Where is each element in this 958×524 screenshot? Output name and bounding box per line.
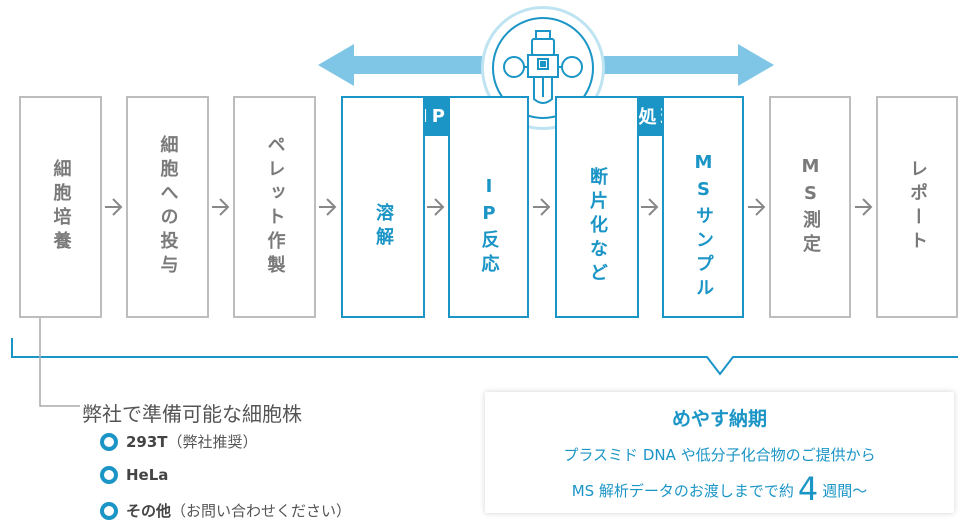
cell-name: 293T [126,432,168,451]
step-cell-culture: 細胞培養 [19,96,102,318]
arrow-right-icon [641,198,659,216]
step-ip-reaction: IP反応 [448,96,529,318]
step-label: ペレット作製 [264,135,286,279]
cell-name: その他 [126,502,172,520]
step-lysis: 溶解 [341,96,425,318]
arrow-right-icon [748,198,766,216]
cell-lines-title: 弊社で準備可能な細胞株 [82,402,302,426]
step-label: 溶解 [373,203,394,251]
step-label: 断片化など [587,167,608,287]
arrow-right-icon [533,198,551,216]
cut-off-heading [0,0,60,10]
arrow-right-icon [212,198,230,216]
step-fragmentation: 断片化など [555,96,639,318]
step-report: レポート [876,96,958,318]
connector-line [39,318,80,407]
cell-item-293t: 293T （弊社推奨） [100,431,258,452]
cell-note: （お問い合わせください） [171,502,352,520]
step-ms-measurement: MS測定 [769,96,851,318]
step-label: IP反応 [478,176,500,278]
arrow-right-icon [427,198,445,216]
bullet-icon [100,432,118,451]
bullet-icon [100,501,118,520]
cell-name: HeLa [126,466,169,484]
delivery-weeks: 4 [797,470,819,508]
cut-off-heading-text [0,0,7,10]
arrow-right-icon [105,198,123,216]
step-label: MSサンプル [693,152,714,302]
step-ms-sample: MSサンプル [662,96,744,318]
arrow-right-icon [319,198,337,216]
arrow-right-icon [855,198,873,216]
timeline-bracket [11,338,958,376]
cell-item-hela: HeLa [100,466,168,484]
step-cell-dosing: 細胞への投与 [126,96,209,318]
delivery-line-1: プラスミド DNA や低分子化合物のご提供から [563,446,876,464]
bullet-icon [100,466,118,484]
step-label: レポート [907,159,928,255]
delivery-title: めやす納期 [671,408,767,430]
delivery-estimate-box: めやす納期 プラスミド DNA や低分子化合物のご提供から MS 解析データのお… [485,392,954,513]
step-pellet: ペレット作製 [233,96,316,318]
cell-item-other: その他 （お問い合わせください） [100,500,351,521]
step-label: 細胞培養 [50,159,72,255]
cell-note: （弊社推奨） [167,433,258,451]
group-ip-label: IP [421,105,449,127]
delivery-line-2-prefix: MS 解析データのお渡しまでで約 [571,482,794,500]
step-label: MS測定 [800,156,821,258]
delivery-line-2-suffix: 週間～ [822,482,868,500]
step-label: 細胞への投与 [157,135,179,279]
